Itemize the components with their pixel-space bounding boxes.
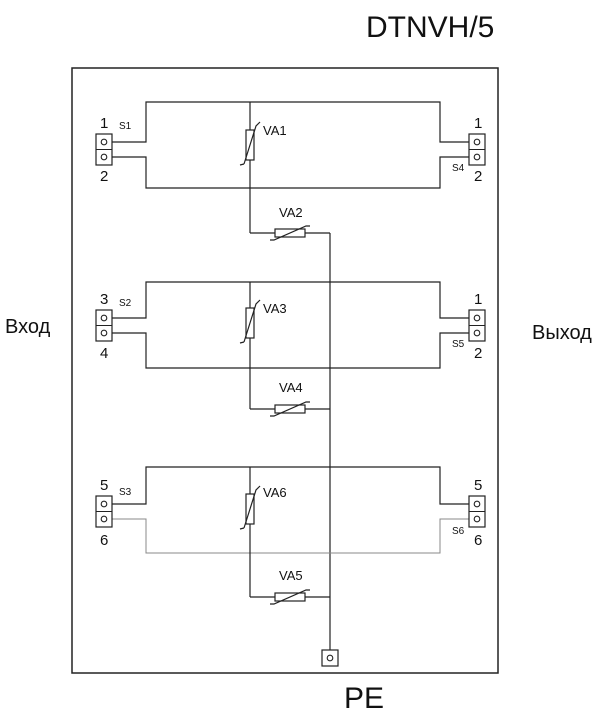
protection-block-3: 5 6 S3 5 6 S6 VA6 VA5 [95, 466, 486, 605]
line-varistor-label: VA3 [263, 301, 287, 316]
ground-varistor-label: VA4 [279, 380, 303, 395]
ground-varistor-symbol [270, 225, 310, 241]
input-switch-label: S2 [119, 298, 132, 309]
bottom-line [112, 518, 469, 554]
output-pin-top: 1 [474, 291, 482, 308]
output-pin-bottom: 2 [474, 345, 482, 362]
input-pin-top: 5 [100, 477, 108, 494]
output-terminal [468, 133, 486, 166]
output-terminal [468, 495, 486, 528]
output-pin-bottom: 2 [474, 168, 482, 185]
input-pin-bottom: 2 [100, 168, 108, 185]
top-line [112, 466, 469, 505]
output-pin-top: 1 [474, 115, 482, 132]
enclosure-frame [71, 67, 499, 674]
output-switch-label: S6 [452, 526, 465, 537]
ground-varistor-symbol [270, 589, 310, 605]
ground-label: PE [344, 682, 384, 714]
input-terminal [95, 133, 113, 166]
input-label: Вход [5, 316, 51, 338]
output-switch-label: S4 [452, 163, 465, 174]
output-pin-bottom: 6 [474, 532, 482, 549]
bottom-line [112, 332, 469, 369]
input-switch-label: S1 [119, 121, 132, 132]
output-switch-label: S5 [452, 339, 465, 350]
input-pin-bottom: 6 [100, 532, 108, 549]
top-line [112, 101, 469, 143]
input-pin-bottom: 4 [100, 345, 108, 362]
input-pin-top: 1 [100, 115, 108, 132]
output-pin-top: 5 [474, 477, 482, 494]
line-varistor-label: VA1 [263, 123, 287, 138]
bottom-line [112, 156, 469, 189]
line-varistor-label: VA6 [263, 485, 287, 500]
input-terminal [95, 495, 113, 528]
protection-block-1: 1 2 S1 1 2 S4 VA1 VA2 [95, 101, 486, 241]
ground-varistor-symbol [270, 401, 310, 417]
output-terminal [468, 309, 486, 342]
protection-block-2: 3 4 S2 1 2 S5 VA3 VA4 [95, 281, 486, 417]
input-terminal [95, 309, 113, 342]
line-varistor-symbol [239, 299, 261, 344]
line-varistor-symbol [239, 121, 261, 166]
input-pin-top: 3 [100, 291, 108, 308]
ground-varistor-label: VA2 [279, 205, 303, 220]
diagram-title: DTNVH/5 [366, 11, 494, 44]
top-line [112, 281, 469, 319]
output-label: Выход [532, 322, 592, 344]
ground-varistor-label: VA5 [279, 568, 303, 583]
pe-terminal [321, 649, 339, 667]
input-switch-label: S3 [119, 487, 132, 498]
line-varistor-symbol [239, 485, 261, 530]
